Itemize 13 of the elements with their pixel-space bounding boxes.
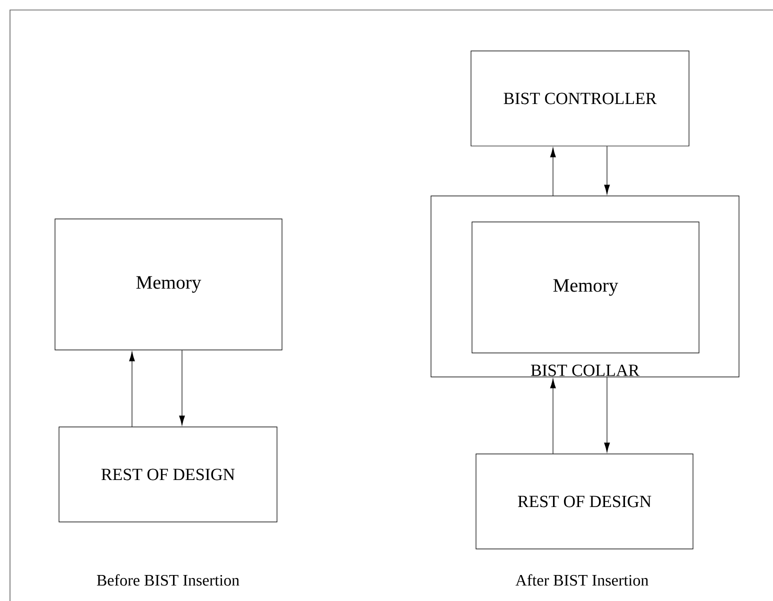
arrow	[604, 376, 610, 452]
design-box: REST OF DESIGN	[58, 426, 278, 522]
memory-box: Memory	[54, 218, 282, 350]
arrow	[550, 148, 556, 196]
arrow	[179, 350, 185, 426]
memory-box: Memory	[472, 222, 700, 354]
design-box: REST OF DESIGN	[476, 454, 694, 550]
caption: Before BIST Insertion	[96, 574, 240, 586]
arrow	[129, 352, 135, 427]
caption: After BIST Insertion	[516, 574, 648, 586]
arrow	[550, 378, 556, 454]
controller-box: BIST CONTROLLER	[470, 50, 690, 146]
arrow	[604, 146, 610, 194]
